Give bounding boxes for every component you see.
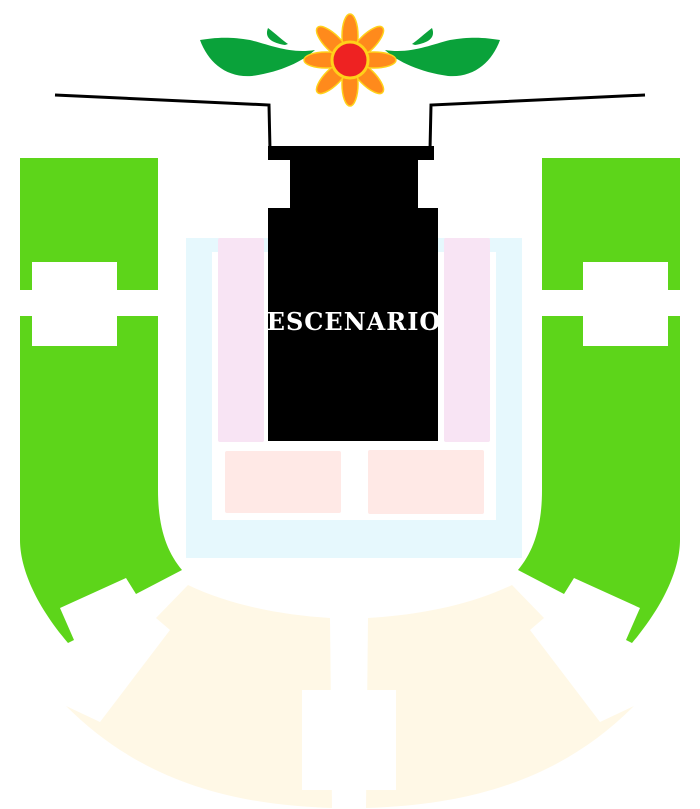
- sunflower-with-leaves-icon: [200, 13, 500, 107]
- box-section-back[interactable]: [302, 690, 396, 790]
- section-front-left[interactable]: [218, 238, 264, 442]
- section-pit-right[interactable]: [368, 450, 484, 514]
- floor-area[interactable]: [186, 238, 522, 558]
- section-front-right[interactable]: [444, 238, 490, 442]
- left-leaf-icon: [200, 37, 315, 77]
- section-pit-left[interactable]: [225, 451, 341, 513]
- box-section-left[interactable]: [32, 262, 117, 346]
- stage[interactable]: [268, 146, 438, 441]
- section-side-right[interactable]: [518, 158, 680, 643]
- left-boundary-line: [54, 93, 272, 151]
- section-back-right[interactable]: [366, 585, 634, 808]
- right-leaf-tip-icon: [412, 28, 434, 45]
- flower-center-icon: [330, 40, 370, 80]
- box-section-right[interactable]: [583, 262, 668, 346]
- section-back-left[interactable]: [66, 585, 332, 808]
- left-leaf-tip-icon: [266, 28, 288, 45]
- right-boundary-line: [428, 93, 646, 151]
- stage-label: ESCENARIO: [267, 307, 442, 336]
- section-side-left[interactable]: [20, 158, 182, 643]
- right-leaf-icon: [385, 37, 500, 77]
